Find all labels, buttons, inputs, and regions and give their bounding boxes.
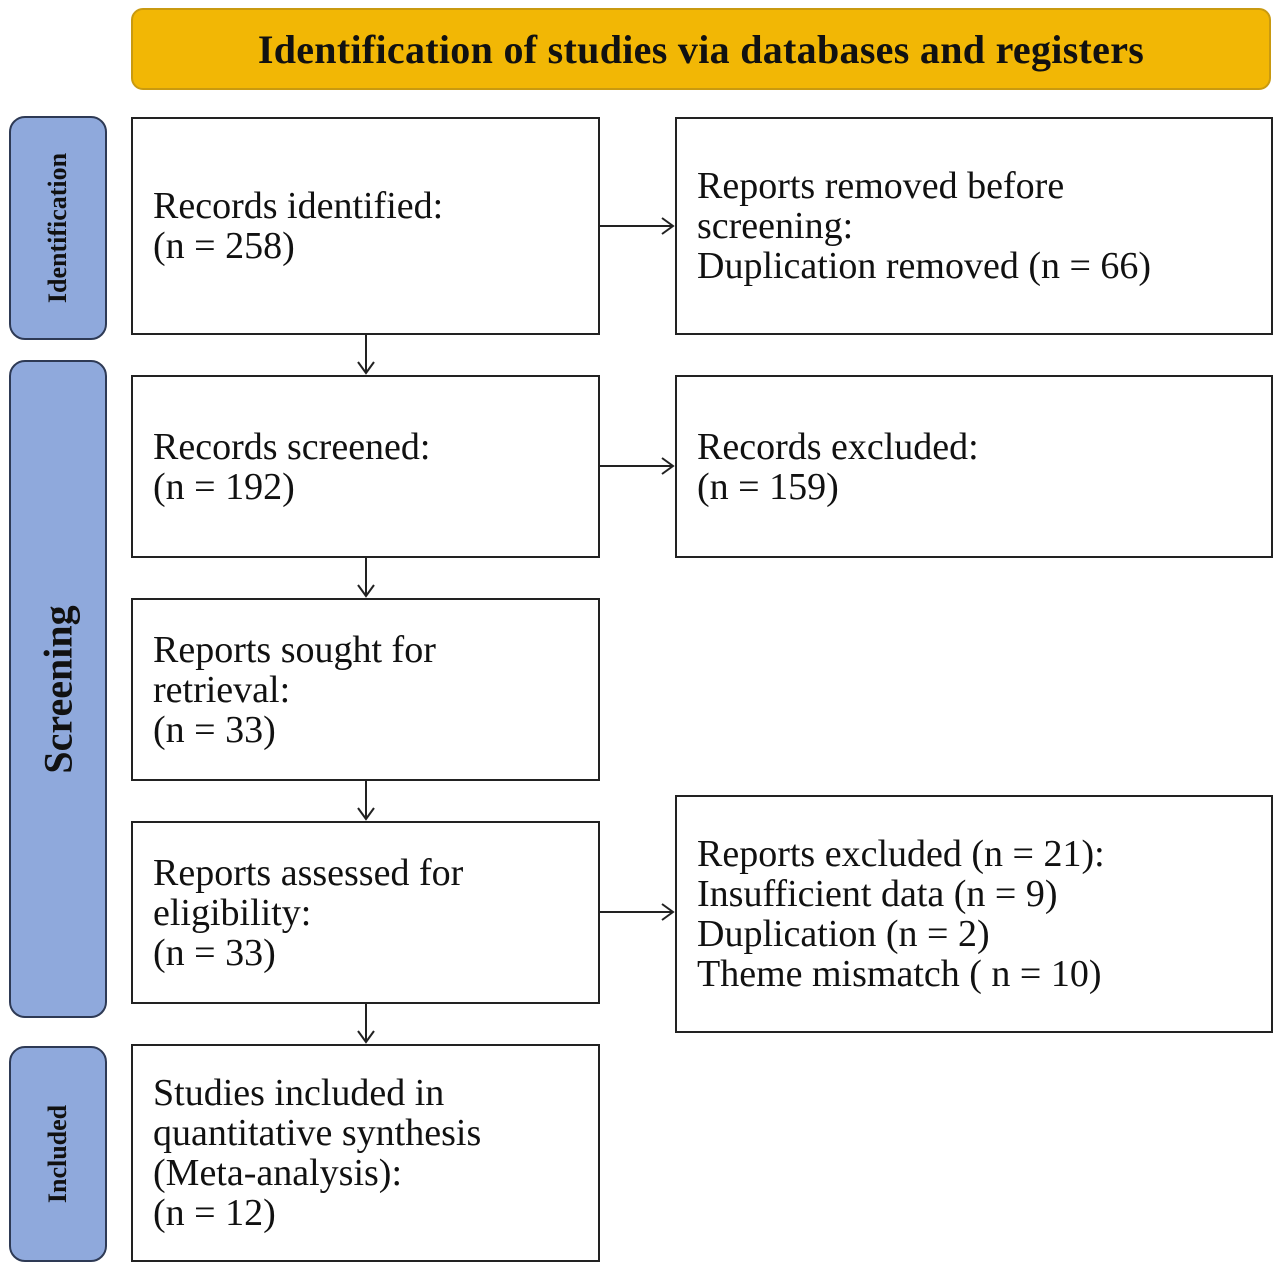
records-excluded-count: (n = 159)	[697, 465, 839, 508]
reports-assessed-box: Reports assessed for eligibility: (n = 3…	[131, 821, 600, 1004]
reports-excluded-reason-duplication: Duplication (n = 2)	[697, 913, 990, 955]
header-banner: Identification of studies via databases …	[131, 8, 1271, 90]
arrow-screened-to-excluded	[600, 457, 675, 475]
reports-assessed-subtitle: eligibility:	[153, 891, 312, 934]
records-screened-box: Records screened: (n = 192)	[131, 375, 600, 558]
reports-assessed-title: Reports assessed for	[153, 851, 464, 894]
stage-included: Included	[9, 1046, 107, 1262]
records-excluded-title: Records excluded:	[697, 425, 979, 468]
studies-included-count: (n = 12)	[153, 1192, 276, 1234]
stage-screening: Screening	[9, 360, 107, 1018]
reports-sought-title: Reports sought for	[153, 628, 436, 671]
reports-sought-box: Reports sought for retrieval: (n = 33)	[131, 598, 600, 781]
arrow-assessed-to-included	[357, 1004, 375, 1044]
reports-excluded-box: Reports excluded (n = 21): Insufficient …	[675, 795, 1273, 1033]
records-excluded-box: Records excluded: (n = 159)	[675, 375, 1273, 558]
records-identified-box: Records identified: (n = 258)	[131, 117, 600, 335]
reports-excluded-reason-theme: Theme mismatch ( n = 10)	[697, 953, 1102, 995]
records-screened-count: (n = 192)	[153, 465, 295, 508]
reports-sought-subtitle: retrieval:	[153, 668, 291, 711]
arrow-identified-to-removed	[600, 217, 675, 235]
reports-removed-box: Reports removed before screening: Duplic…	[675, 117, 1273, 335]
reports-excluded-reason-insufficient: Insufficient data (n = 9)	[697, 873, 1058, 915]
arrow-identified-to-screened	[357, 335, 375, 375]
reports-excluded-title: Reports excluded (n = 21):	[697, 833, 1105, 875]
records-screened-title: Records screened:	[153, 425, 431, 468]
reports-assessed-count: (n = 33)	[153, 931, 276, 974]
reports-sought-count: (n = 33)	[153, 708, 276, 751]
arrow-sought-to-assessed	[357, 781, 375, 821]
stage-identification: Identification	[9, 116, 107, 340]
studies-included-box: Studies included in quantitative synthes…	[131, 1044, 600, 1262]
studies-included-title: Studies included in	[153, 1072, 445, 1114]
reports-removed-subtitle: screening:	[697, 205, 854, 247]
studies-included-subtitle: quantitative synthesis	[153, 1112, 482, 1154]
studies-included-meta: (Meta-analysis):	[153, 1152, 403, 1194]
reports-removed-title: Reports removed before	[697, 165, 1065, 207]
banner-title: Identification of studies via databases …	[257, 26, 1145, 72]
records-identified-title: Records identified:	[153, 185, 444, 227]
arrow-screened-to-sought	[357, 558, 375, 598]
reports-removed-count: Duplication removed (n = 66)	[697, 245, 1152, 287]
records-identified-count: (n = 258)	[153, 225, 295, 267]
arrow-assessed-to-excluded	[600, 903, 675, 921]
